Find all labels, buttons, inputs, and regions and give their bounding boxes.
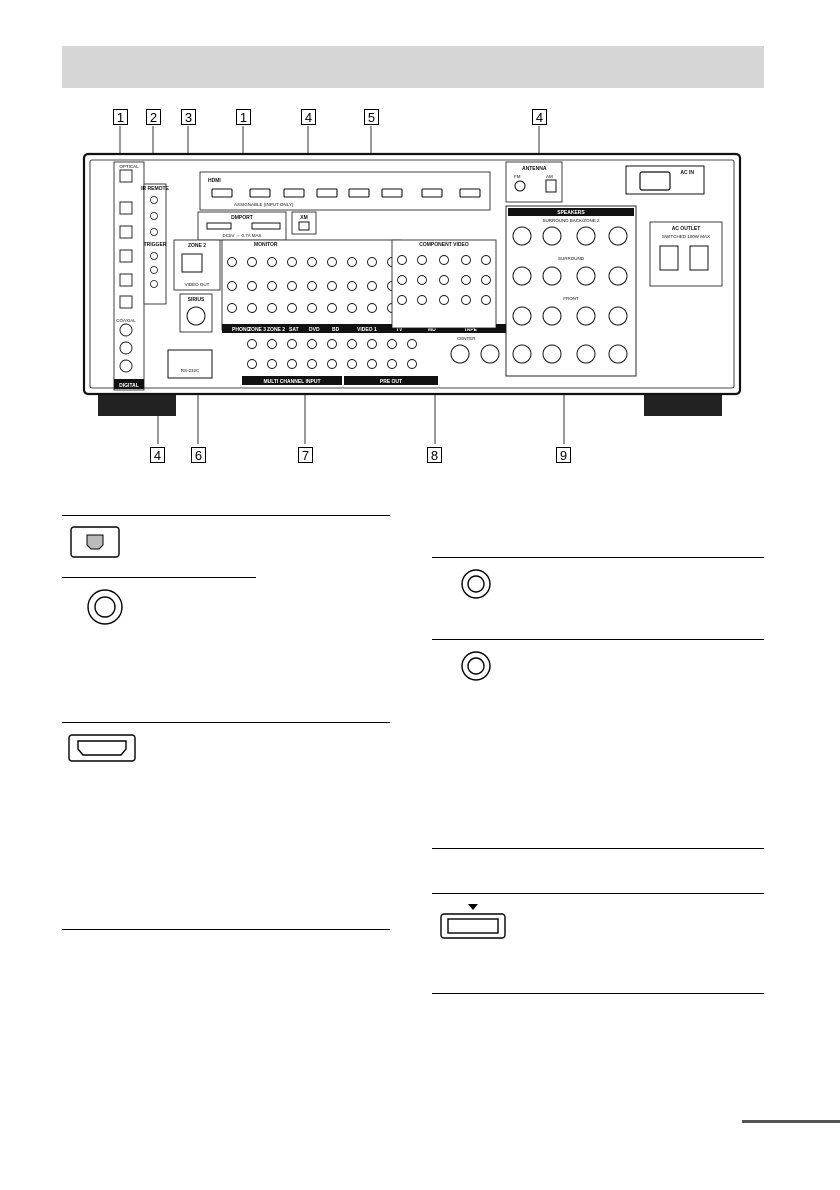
- rca-jack-icon: [460, 650, 492, 687]
- legend-rule: [432, 848, 764, 849]
- svg-text:MONITOR: MONITOR: [254, 242, 278, 248]
- callout-4c: 4: [150, 447, 165, 463]
- svg-text:TV: TV: [396, 327, 403, 333]
- callout-9: 9: [556, 447, 571, 463]
- callout-6: 6: [191, 447, 206, 463]
- left-foot: [98, 394, 176, 416]
- rca-jack-icon: [86, 588, 124, 631]
- legend-rule: [62, 722, 390, 723]
- section-header-bar: [62, 46, 764, 88]
- svg-text:SIRIUS: SIRIUS: [188, 297, 205, 303]
- rca-jack-icon: [460, 568, 492, 605]
- svg-text:AC IN: AC IN: [680, 170, 694, 176]
- right-foot: [644, 394, 722, 416]
- svg-text:HDMI: HDMI: [208, 178, 221, 184]
- hdmi-port-icon: [68, 734, 136, 767]
- svg-text:DMPORT: DMPORT: [231, 215, 253, 221]
- svg-text:OPTICAL: OPTICAL: [119, 164, 139, 169]
- svg-text:FM: FM: [514, 174, 521, 179]
- usb-type-b-icon: [70, 526, 120, 563]
- svg-text:TAPE: TAPE: [464, 327, 478, 333]
- input-label-band: [222, 324, 512, 333]
- svg-text:RS-232C: RS-232C: [181, 368, 200, 373]
- callout-2: 2: [146, 109, 161, 125]
- svg-text:VIDEO OUT: VIDEO OUT: [185, 282, 210, 287]
- svg-text:PHONO: PHONO: [232, 327, 250, 333]
- svg-text:ZONE 3: ZONE 3: [248, 327, 266, 333]
- legend-rule: [62, 929, 390, 930]
- callout-4b: 4: [532, 109, 547, 125]
- svg-text:AC OUTLET: AC OUTLET: [672, 226, 701, 232]
- svg-text:MD: MD: [428, 327, 436, 333]
- svg-text:SAT: SAT: [289, 327, 299, 333]
- svg-text:ASSIGNABLE (INPUT ONLY): ASSIGNABLE (INPUT ONLY): [234, 202, 294, 207]
- rs232c-port: [167, 349, 213, 379]
- svg-text:DC5V ⇔ 0.7A MAX: DC5V ⇔ 0.7A MAX: [222, 233, 261, 238]
- legend-rule: [432, 893, 764, 894]
- legend-rule: [62, 577, 256, 578]
- callout-3: 3: [181, 109, 196, 125]
- svg-text:DVD: DVD: [309, 327, 320, 333]
- svg-text:IR REMOTE: IR REMOTE: [141, 186, 169, 192]
- continued-marker: [742, 1120, 840, 1123]
- svg-text:ZONE 2: ZONE 2: [188, 243, 206, 249]
- svg-text:SURROUND: SURROUND: [558, 256, 585, 261]
- svg-text:SURROUND BACK/ZONE 2: SURROUND BACK/ZONE 2: [542, 218, 600, 223]
- dmport-icon: [440, 903, 506, 944]
- legend-rule: [62, 515, 390, 516]
- svg-text:PRE OUT: PRE OUT: [380, 379, 402, 385]
- legend-rule: [432, 993, 764, 994]
- legend-rule: [432, 557, 764, 558]
- svg-text:SWITCHED 100W MAX: SWITCHED 100W MAX: [662, 234, 710, 239]
- svg-text:ANTENNA: ANTENNA: [522, 166, 547, 172]
- svg-text:TRIGGER: TRIGGER: [144, 242, 167, 248]
- callout-1b: 1: [236, 109, 251, 125]
- svg-text:SPEAKERS: SPEAKERS: [557, 210, 585, 216]
- svg-text:CENTER: CENTER: [457, 336, 476, 341]
- legend-rule: [432, 639, 764, 640]
- svg-text:AM: AM: [546, 174, 553, 179]
- callout-5: 5: [364, 109, 379, 125]
- callout-4: 4: [301, 109, 316, 125]
- svg-text:MULTI CHANNEL INPUT: MULTI CHANNEL INPUT: [263, 379, 320, 385]
- callout-1: 1: [113, 109, 128, 125]
- receiver-rear-panel-diagram: DIGITAL OPTICAL COAXIAL IR REMOTE TRIGGE…: [82, 126, 742, 444]
- callout-7: 7: [298, 447, 313, 463]
- svg-text:VIDEO 1: VIDEO 1: [357, 327, 377, 333]
- svg-text:COMPONENT VIDEO: COMPONENT VIDEO: [419, 242, 469, 248]
- svg-text:COAXIAL: COAXIAL: [116, 318, 136, 323]
- svg-text:XM: XM: [300, 215, 308, 221]
- svg-text:BD: BD: [332, 327, 340, 333]
- svg-text:FRONT: FRONT: [563, 296, 579, 301]
- callout-8: 8: [427, 447, 442, 463]
- svg-text:ZONE 2: ZONE 2: [267, 327, 285, 333]
- av-jacks: [227, 257, 397, 313]
- digital-label: DIGITAL: [119, 383, 139, 389]
- ir-remote-section: [143, 183, 167, 305]
